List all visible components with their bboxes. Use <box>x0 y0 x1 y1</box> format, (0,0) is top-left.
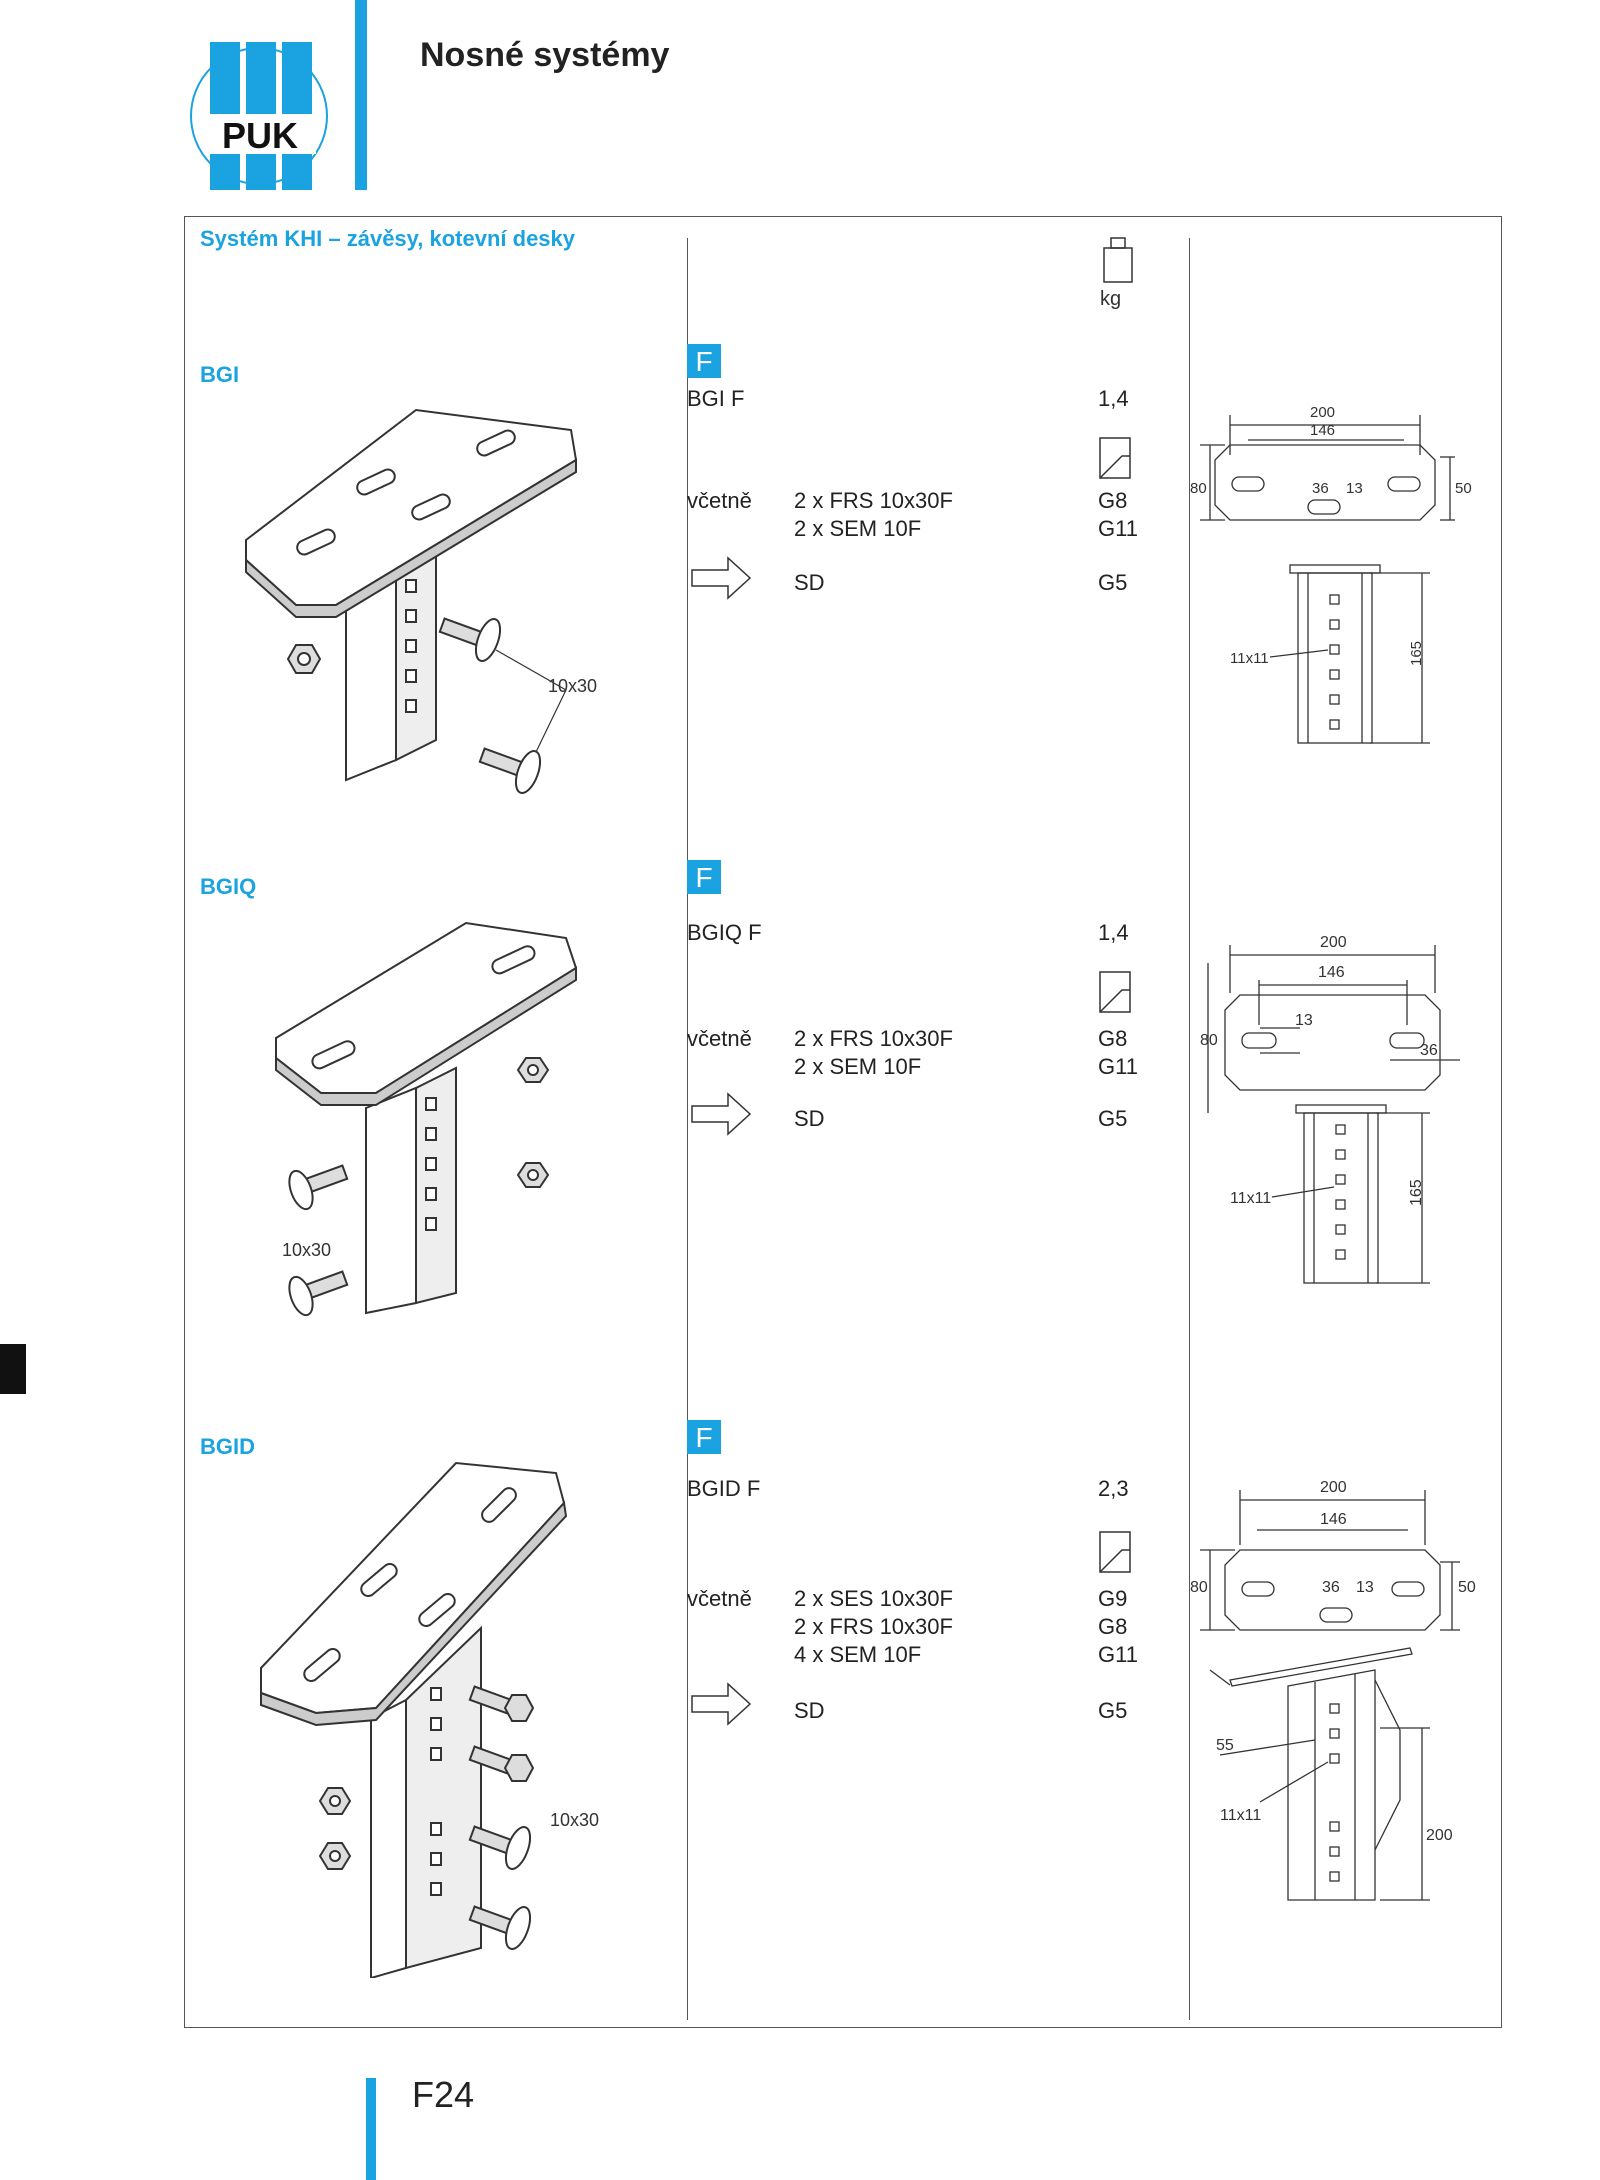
product-illustration: 10x30 <box>266 918 626 1353</box>
finish-badge: F <box>687 1420 721 1454</box>
catalog-table <box>184 216 1502 2028</box>
svg-text:80: 80 <box>1190 480 1207 497</box>
product-weight: 1,4 <box>1098 920 1129 945</box>
puk-logo: PUK <box>184 36 334 196</box>
svg-text:13: 13 <box>1295 1012 1313 1029</box>
weight-unit: kg <box>1100 288 1122 310</box>
include-ref: G11 <box>1098 1054 1138 1079</box>
svg-text:10x30: 10x30 <box>550 1810 599 1830</box>
svg-text:36: 36 <box>1420 1042 1438 1059</box>
svg-text:50: 50 <box>1455 480 1472 497</box>
arrow-right-icon <box>690 556 752 605</box>
include-item: 2 x FRS 10x30F <box>794 1026 953 1051</box>
svg-text:146: 146 <box>1318 964 1345 981</box>
include-item: 2 x SEM 10F <box>794 516 922 541</box>
svg-text:11x11: 11x11 <box>1230 650 1269 667</box>
includes-label: včetně <box>687 488 752 513</box>
product-name: BGI <box>200 362 240 387</box>
dimension-drawing: 200 146 80 13 36 11x11 165 <box>1200 925 1490 1320</box>
svg-text:13: 13 <box>1356 1579 1374 1596</box>
include-item: 2 x FRS 10x30F <box>794 1614 953 1639</box>
page-title: Nosné systémy <box>420 36 670 74</box>
sd-ref: G5 <box>1098 1698 1128 1723</box>
svg-text:11x11: 11x11 <box>1230 1190 1271 1207</box>
product-weight: 2,3 <box>1098 1476 1129 1501</box>
include-ref: G8 <box>1098 488 1128 513</box>
arrow-right-icon <box>690 1092 752 1141</box>
svg-text:PUK: PUK <box>222 115 298 156</box>
includes-label: včetně <box>687 1026 752 1051</box>
weight-icon: kg <box>1098 236 1138 316</box>
svg-text:200: 200 <box>1320 934 1347 951</box>
svg-text:10x30: 10x30 <box>548 676 597 696</box>
product-code: BGID F <box>687 1476 761 1501</box>
product-name: BGIQ <box>200 874 257 899</box>
sd-ref: G5 <box>1098 570 1128 595</box>
include-item: 4 x SEM 10F <box>794 1642 922 1667</box>
product-code: BGIQ F <box>687 920 762 945</box>
dimension-drawing: 200 146 80 50 36 13 11x11 165 <box>1190 395 1490 760</box>
svg-text:200: 200 <box>1426 1827 1453 1844</box>
svg-text:165: 165 <box>1408 641 1425 666</box>
sd-label: SD <box>794 1698 825 1723</box>
sd-label: SD <box>794 1106 825 1131</box>
include-ref: G9 <box>1098 1586 1128 1611</box>
svg-text:200: 200 <box>1310 404 1335 421</box>
svg-text:10x30: 10x30 <box>282 1240 331 1260</box>
includes-label: včetně <box>687 1586 752 1611</box>
catalog-page-icon <box>1098 970 1132 1019</box>
sd-label: SD <box>794 570 825 595</box>
include-item: 2 x FRS 10x30F <box>794 488 953 513</box>
svg-text:50: 50 <box>1458 1579 1476 1596</box>
catalog-page-icon <box>1098 1530 1132 1579</box>
product-name: BGID <box>200 1434 255 1459</box>
arrow-right-icon <box>690 1682 752 1731</box>
include-item: 2 x SES 10x30F <box>794 1586 953 1611</box>
footer-accent-bar <box>366 2078 376 2180</box>
product-weight: 1,4 <box>1098 386 1129 411</box>
svg-text:146: 146 <box>1320 1511 1347 1528</box>
include-ref: G11 <box>1098 516 1138 541</box>
column-divider <box>1189 238 1190 2020</box>
header-accent-bar <box>355 0 367 190</box>
product-illustration: 10x30 <box>256 1458 656 1983</box>
svg-text:146: 146 <box>1310 422 1335 439</box>
section-title: Systém KHI – závěsy, kotevní desky <box>200 226 576 251</box>
sd-ref: G5 <box>1098 1106 1128 1131</box>
svg-text:80: 80 <box>1190 1579 1208 1596</box>
svg-text:80: 80 <box>1200 1032 1218 1049</box>
svg-text:36: 36 <box>1322 1579 1340 1596</box>
product-code: BGI F <box>687 386 745 411</box>
dimension-drawing: 200 146 80 50 36 13 55 11x11 200 <box>1190 1470 1490 1945</box>
finish-badge: F <box>687 860 721 894</box>
finish-badge: F <box>687 344 721 378</box>
svg-text:165: 165 <box>1408 1179 1425 1206</box>
chapter-tab <box>0 1344 26 1394</box>
include-ref: G11 <box>1098 1642 1138 1667</box>
svg-text:200: 200 <box>1320 1479 1347 1496</box>
svg-text:11x11: 11x11 <box>1220 1807 1261 1824</box>
include-ref: G8 <box>1098 1614 1128 1639</box>
svg-text:55: 55 <box>1216 1737 1234 1754</box>
svg-text:36: 36 <box>1312 480 1329 497</box>
catalog-page-icon <box>1098 436 1132 485</box>
include-item: 2 x SEM 10F <box>794 1054 922 1079</box>
svg-text:13: 13 <box>1346 480 1363 497</box>
column-divider <box>687 238 688 2020</box>
include-ref: G8 <box>1098 1026 1128 1051</box>
page-number: F24 <box>412 2074 475 2115</box>
product-illustration: 10x30 <box>236 400 656 845</box>
